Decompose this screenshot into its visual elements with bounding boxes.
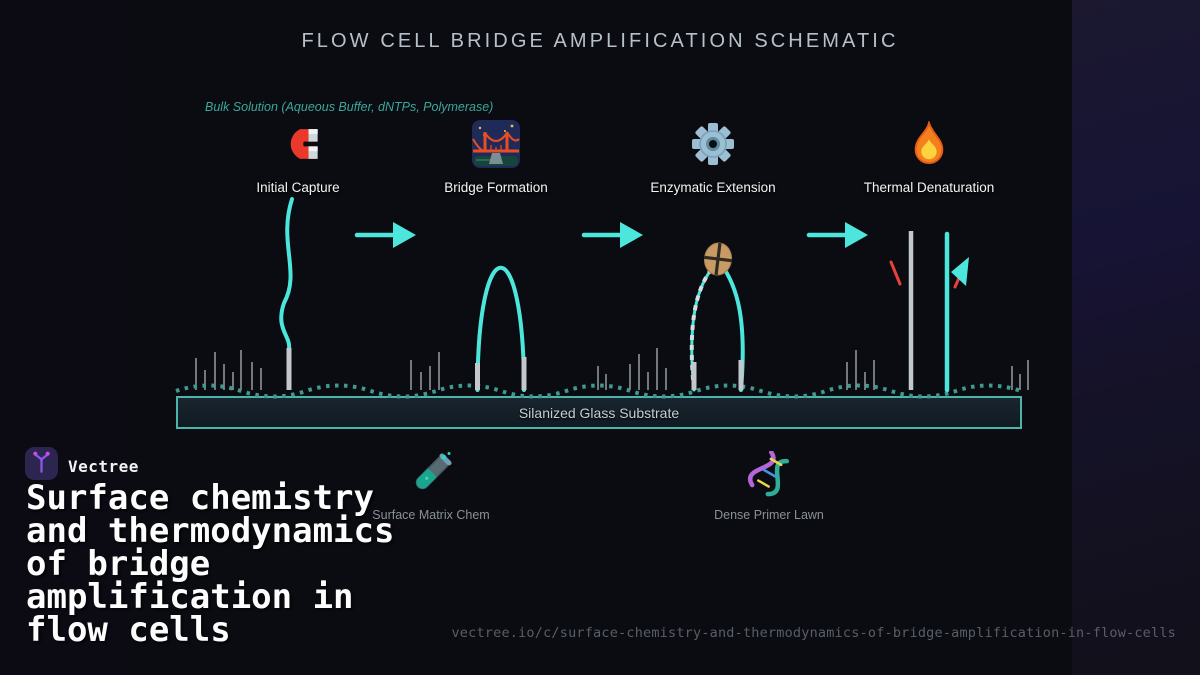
dna-icon — [649, 450, 889, 498]
bulk-solution-label: Bulk Solution (Aqueous Buffer, dNTPs, Po… — [205, 100, 494, 114]
stage-label: Initial Capture — [256, 180, 340, 195]
legend-surface-matrix: Surface Matrix Chem — [311, 450, 551, 522]
stage-enzymatic-extension: Enzymatic Extension — [603, 120, 823, 195]
legend-label: Dense Primer Lawn — [714, 508, 824, 522]
stage-label: Thermal Denaturation — [863, 180, 995, 195]
left-band — [0, 0, 128, 675]
substrate-bar: Silanized Glass Substrate — [176, 396, 1022, 429]
vectree-logo-icon — [25, 447, 58, 485]
stage-label: Bridge Formation — [444, 180, 548, 195]
fire-icon — [819, 120, 1039, 168]
stage-bridge-formation: Bridge Formation — [386, 120, 606, 195]
content-title: Surface chemistry and thermodynamics of … — [26, 478, 395, 650]
right-band — [1072, 0, 1200, 675]
stage-label: Enzymatic Extension — [650, 180, 776, 195]
content-url: vectree.io/c/surface-chemistry-and-therm… — [451, 625, 1176, 641]
stage-thermal-denaturation: Thermal Denaturation — [819, 120, 1039, 195]
diagram-title: FLOW CELL BRIDGE AMPLIFICATION SCHEMATIC — [301, 30, 899, 52]
legend-primer-lawn: Dense Primer Lawn — [649, 450, 889, 522]
magnet-icon — [188, 120, 408, 168]
legend-label: Surface Matrix Chem — [372, 508, 490, 522]
brand-lockup: Vectree — [25, 447, 139, 485]
substrate-label: Silanized Glass Substrate — [518, 404, 680, 421]
test-tube-icon — [311, 450, 551, 498]
gear-icon — [603, 120, 823, 168]
bridge-icon — [386, 120, 606, 168]
brand-name: Vectree — [68, 456, 139, 476]
stage-initial-capture: Initial Capture — [188, 120, 408, 195]
